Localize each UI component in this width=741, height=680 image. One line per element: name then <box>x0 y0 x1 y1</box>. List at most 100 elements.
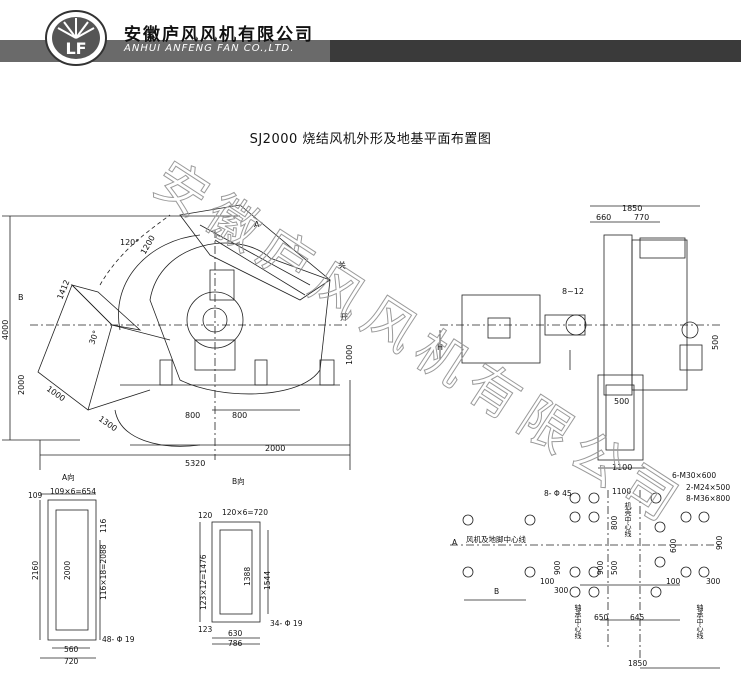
dim-5320: 5320 <box>185 459 205 468</box>
label-a-f: A <box>452 538 458 547</box>
dim-660: 660 <box>596 213 611 222</box>
dim-1544: 1544 <box>263 571 272 590</box>
label-center-line: 风机及地脚中心线 <box>466 534 526 544</box>
dim-1850-f: 1850 <box>628 659 647 668</box>
bolt-hole <box>654 521 666 533</box>
dim-116: 116 <box>99 518 108 533</box>
dim-8m36: 8-M36×800 <box>686 494 730 503</box>
label-bearing-center-a: 轴承中心线 <box>574 603 582 639</box>
bolt-hole <box>588 511 600 523</box>
dim-2000-a: 2000 <box>63 561 72 580</box>
company-name-cn: 安徽庐风风机有限公司 <box>124 25 314 45</box>
bolt-hole <box>462 566 474 578</box>
dim-645: 645 <box>630 613 645 622</box>
dim-500-v: 500 <box>610 560 619 575</box>
drawing-title: SJ2000 烧结风机外形及地基平面布置图 <box>249 132 492 147</box>
dim-650: 650 <box>594 613 609 622</box>
label-kai: 开 <box>340 313 348 322</box>
a-view-caption: A向 <box>62 472 75 482</box>
label-b: B <box>18 293 24 302</box>
dim-900-r: 900 <box>715 535 724 550</box>
label-a: A <box>254 220 260 229</box>
label-bearing-center-b: 轴承中心线 <box>696 603 704 639</box>
bolt-hole <box>680 511 692 523</box>
dim-48-19: 48- Φ 19 <box>102 635 135 644</box>
header-band-dark <box>330 40 741 62</box>
bolt-hole <box>650 586 662 598</box>
dim-8-45: 8- Φ 45 <box>544 489 572 498</box>
bolt-hole <box>569 492 581 504</box>
logo-letters: LF <box>65 39 86 58</box>
dim-1100-f: 1100 <box>612 487 631 496</box>
dim-120: 120 <box>198 511 213 520</box>
dim-800-a: 800 <box>185 411 200 420</box>
b-view-caption: B向 <box>232 476 245 486</box>
dim-100-b: 100 <box>666 577 681 586</box>
dim-2160: 2160 <box>31 561 40 580</box>
dim-120x6: 120×6=720 <box>222 508 268 517</box>
bolt-hole <box>569 511 581 523</box>
company-header: LF 安徽庐风风机有限公司 ANHUI ANFENG FAN CO.,LTD. <box>0 0 741 72</box>
label-b-f: B <box>494 587 499 596</box>
dim-116x18: 116×18=2088 <box>99 544 108 600</box>
dim-8-12: 8~12 <box>562 287 584 296</box>
main-view-geometry <box>2 204 351 470</box>
dim-1000-right: 1000 <box>345 345 354 365</box>
dim-109: 109 <box>28 491 43 500</box>
bolt-hole <box>569 586 581 598</box>
dim-123x12: 123×12=1476 <box>199 554 208 610</box>
dim-786: 786 <box>228 639 243 648</box>
dim-30: 30° <box>87 329 100 345</box>
dim-2000-left: 2000 <box>17 375 26 395</box>
dim-900-v: 900 <box>596 560 605 575</box>
dim-800-b: 800 <box>232 411 247 420</box>
side-view-geometry <box>439 205 720 469</box>
company-logo: LF <box>45 10 107 66</box>
dim-1000-left: 1000 <box>45 384 67 403</box>
label-h: H <box>437 343 443 352</box>
dim-1300: 1300 <box>97 414 119 433</box>
company-name-en: ANHUI ANFENG FAN CO.,LTD. <box>124 43 295 54</box>
bolt-hole <box>650 492 662 504</box>
bolt-hole <box>524 566 536 578</box>
dim-6m30: 6-M30×600 <box>672 471 716 480</box>
dim-1100-side: 1100 <box>612 463 632 472</box>
bolt-hole <box>588 586 600 598</box>
dim-2m24: 2-M24×500 <box>686 483 730 492</box>
dim-500-bottom: 500 <box>614 397 629 406</box>
dim-angle-120: 120° <box>120 238 139 247</box>
dim-100-a: 100 <box>540 577 555 586</box>
dim-720: 720 <box>64 657 79 666</box>
dim-500-right: 500 <box>711 335 720 350</box>
dim-300-a: 300 <box>554 586 569 595</box>
b-view-geometry <box>199 521 269 645</box>
dim-4000: 4000 <box>1 320 10 340</box>
bolt-hole <box>680 566 692 578</box>
bolt-hole <box>588 492 600 504</box>
dim-1388: 1388 <box>243 567 252 586</box>
bolt-hole <box>654 556 666 568</box>
dim-109x6: 109×6=654 <box>50 487 96 496</box>
dim-800-v: 800 <box>610 515 619 530</box>
dim-770: 770 <box>634 213 649 222</box>
dim-600-v: 600 <box>669 538 678 553</box>
dim-34-19: 34- Φ 19 <box>270 619 303 628</box>
dim-900-l: 900 <box>553 560 562 575</box>
bolt-hole <box>698 566 710 578</box>
dim-2000-bottom: 2000 <box>265 444 285 453</box>
label-guan: 关 <box>338 260 346 270</box>
bolt-hole <box>588 566 600 578</box>
bolt-hole <box>698 511 710 523</box>
dim-123: 123 <box>198 625 213 634</box>
bolt-hole <box>462 514 474 526</box>
label-machine-center: 机壳中心线 <box>624 501 632 537</box>
dim-560: 560 <box>64 645 79 654</box>
bolt-hole <box>524 514 536 526</box>
dim-1412: 1412 <box>56 279 72 301</box>
bolt-hole <box>569 566 581 578</box>
foundation-geometry <box>450 490 720 669</box>
dim-1850-top: 1850 <box>622 204 642 213</box>
dim-630: 630 <box>228 629 243 638</box>
a-view-geometry <box>39 493 101 659</box>
